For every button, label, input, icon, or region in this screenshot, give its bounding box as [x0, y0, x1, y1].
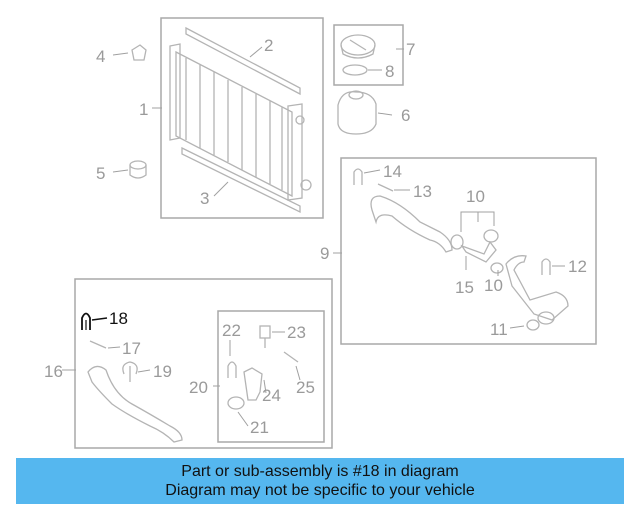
radiator-bottom-seal-part[interactable]: [181, 146, 301, 214]
radiator-top-seal-part[interactable]: [185, 26, 301, 96]
callout-14[interactable]: 14: [383, 162, 402, 181]
callout-4[interactable]: 4: [96, 47, 105, 66]
callout-6[interactable]: 6: [401, 106, 410, 125]
callout-5[interactable]: 5: [96, 164, 105, 183]
callout-3[interactable]: 3: [200, 189, 209, 208]
leader-lines: [62, 46, 565, 427]
callout-1[interactable]: 1: [139, 100, 148, 119]
reservoir-cap-part[interactable]: [340, 34, 376, 59]
lower-hose-group-box: [74, 278, 333, 449]
callout-21[interactable]: 21: [250, 418, 269, 437]
callout-22[interactable]: 22: [222, 321, 241, 340]
lower-pipe-part[interactable]: [505, 255, 569, 325]
mount-bushing-part-5[interactable]: [129, 160, 147, 179]
callout-15[interactable]: 15: [455, 278, 474, 297]
callout-10-top[interactable]: 10: [466, 187, 485, 206]
expansion-tank-part[interactable]: [337, 90, 377, 135]
thermostat-housing-part-24[interactable]: [243, 367, 263, 401]
callout-16[interactable]: 16: [44, 362, 63, 381]
radiator-group-box: [160, 17, 324, 219]
hose-clamp-part-25[interactable]: [283, 351, 299, 363]
mount-bracket-part-4[interactable]: [131, 44, 147, 61]
callout-24[interactable]: 24: [262, 386, 281, 405]
upper-hose-part[interactable]: [370, 195, 453, 253]
callout-10-bottom[interactable]: 10: [484, 276, 503, 295]
banner-line-2: Diagram may not be specific to your vehi…: [165, 482, 475, 499]
hose-clip-part-14[interactable]: [353, 168, 363, 185]
callout-12[interactable]: 12: [568, 257, 587, 276]
hose-clip-part-18[interactable]: [81, 312, 91, 331]
sensor-part-23[interactable]: [259, 325, 271, 348]
hose-clip-part-22[interactable]: [227, 361, 237, 378]
info-banner: Part or sub-assembly is #18 in diagram D…: [16, 458, 624, 504]
thermostat-group-box: [217, 310, 325, 443]
hose-clip-part-12[interactable]: [541, 258, 551, 275]
callout-8[interactable]: 8: [385, 62, 394, 81]
connector-part-10[interactable]: [450, 229, 504, 274]
o-ring-part-21[interactable]: [227, 396, 245, 410]
callout-13[interactable]: 13: [413, 182, 432, 201]
reservoir-cap-group-box: [333, 24, 404, 86]
callout-11[interactable]: 11: [490, 320, 508, 339]
callout-20[interactable]: 20: [189, 378, 208, 397]
callout-18-highlighted[interactable]: 18: [109, 309, 128, 328]
callout-7[interactable]: 7: [406, 40, 415, 59]
callout-17[interactable]: 17: [122, 339, 141, 358]
lower-hose-part-16[interactable]: [87, 365, 183, 443]
hose-clamp-part-13[interactable]: [377, 183, 394, 192]
callout-9[interactable]: 9: [320, 244, 329, 263]
pipe-fitting-part-15[interactable]: [460, 240, 497, 263]
hose-clip-part-19[interactable]: [122, 361, 138, 382]
hose-group-box: [340, 157, 597, 345]
banner-line-1: Part or sub-assembly is #18 in diagram: [181, 463, 459, 480]
hose-clamp-part-17[interactable]: [89, 340, 107, 349]
callout-23[interactable]: 23: [287, 323, 306, 342]
callout-2[interactable]: 2: [264, 36, 273, 55]
callout-25[interactable]: 25: [296, 378, 315, 397]
callout-19[interactable]: 19: [153, 362, 172, 381]
radiator-part[interactable]: [169, 43, 312, 201]
callout-18-leader: [91, 317, 108, 321]
o-ring-part-11[interactable]: [526, 319, 540, 331]
cap-seal-part[interactable]: [342, 64, 368, 76]
